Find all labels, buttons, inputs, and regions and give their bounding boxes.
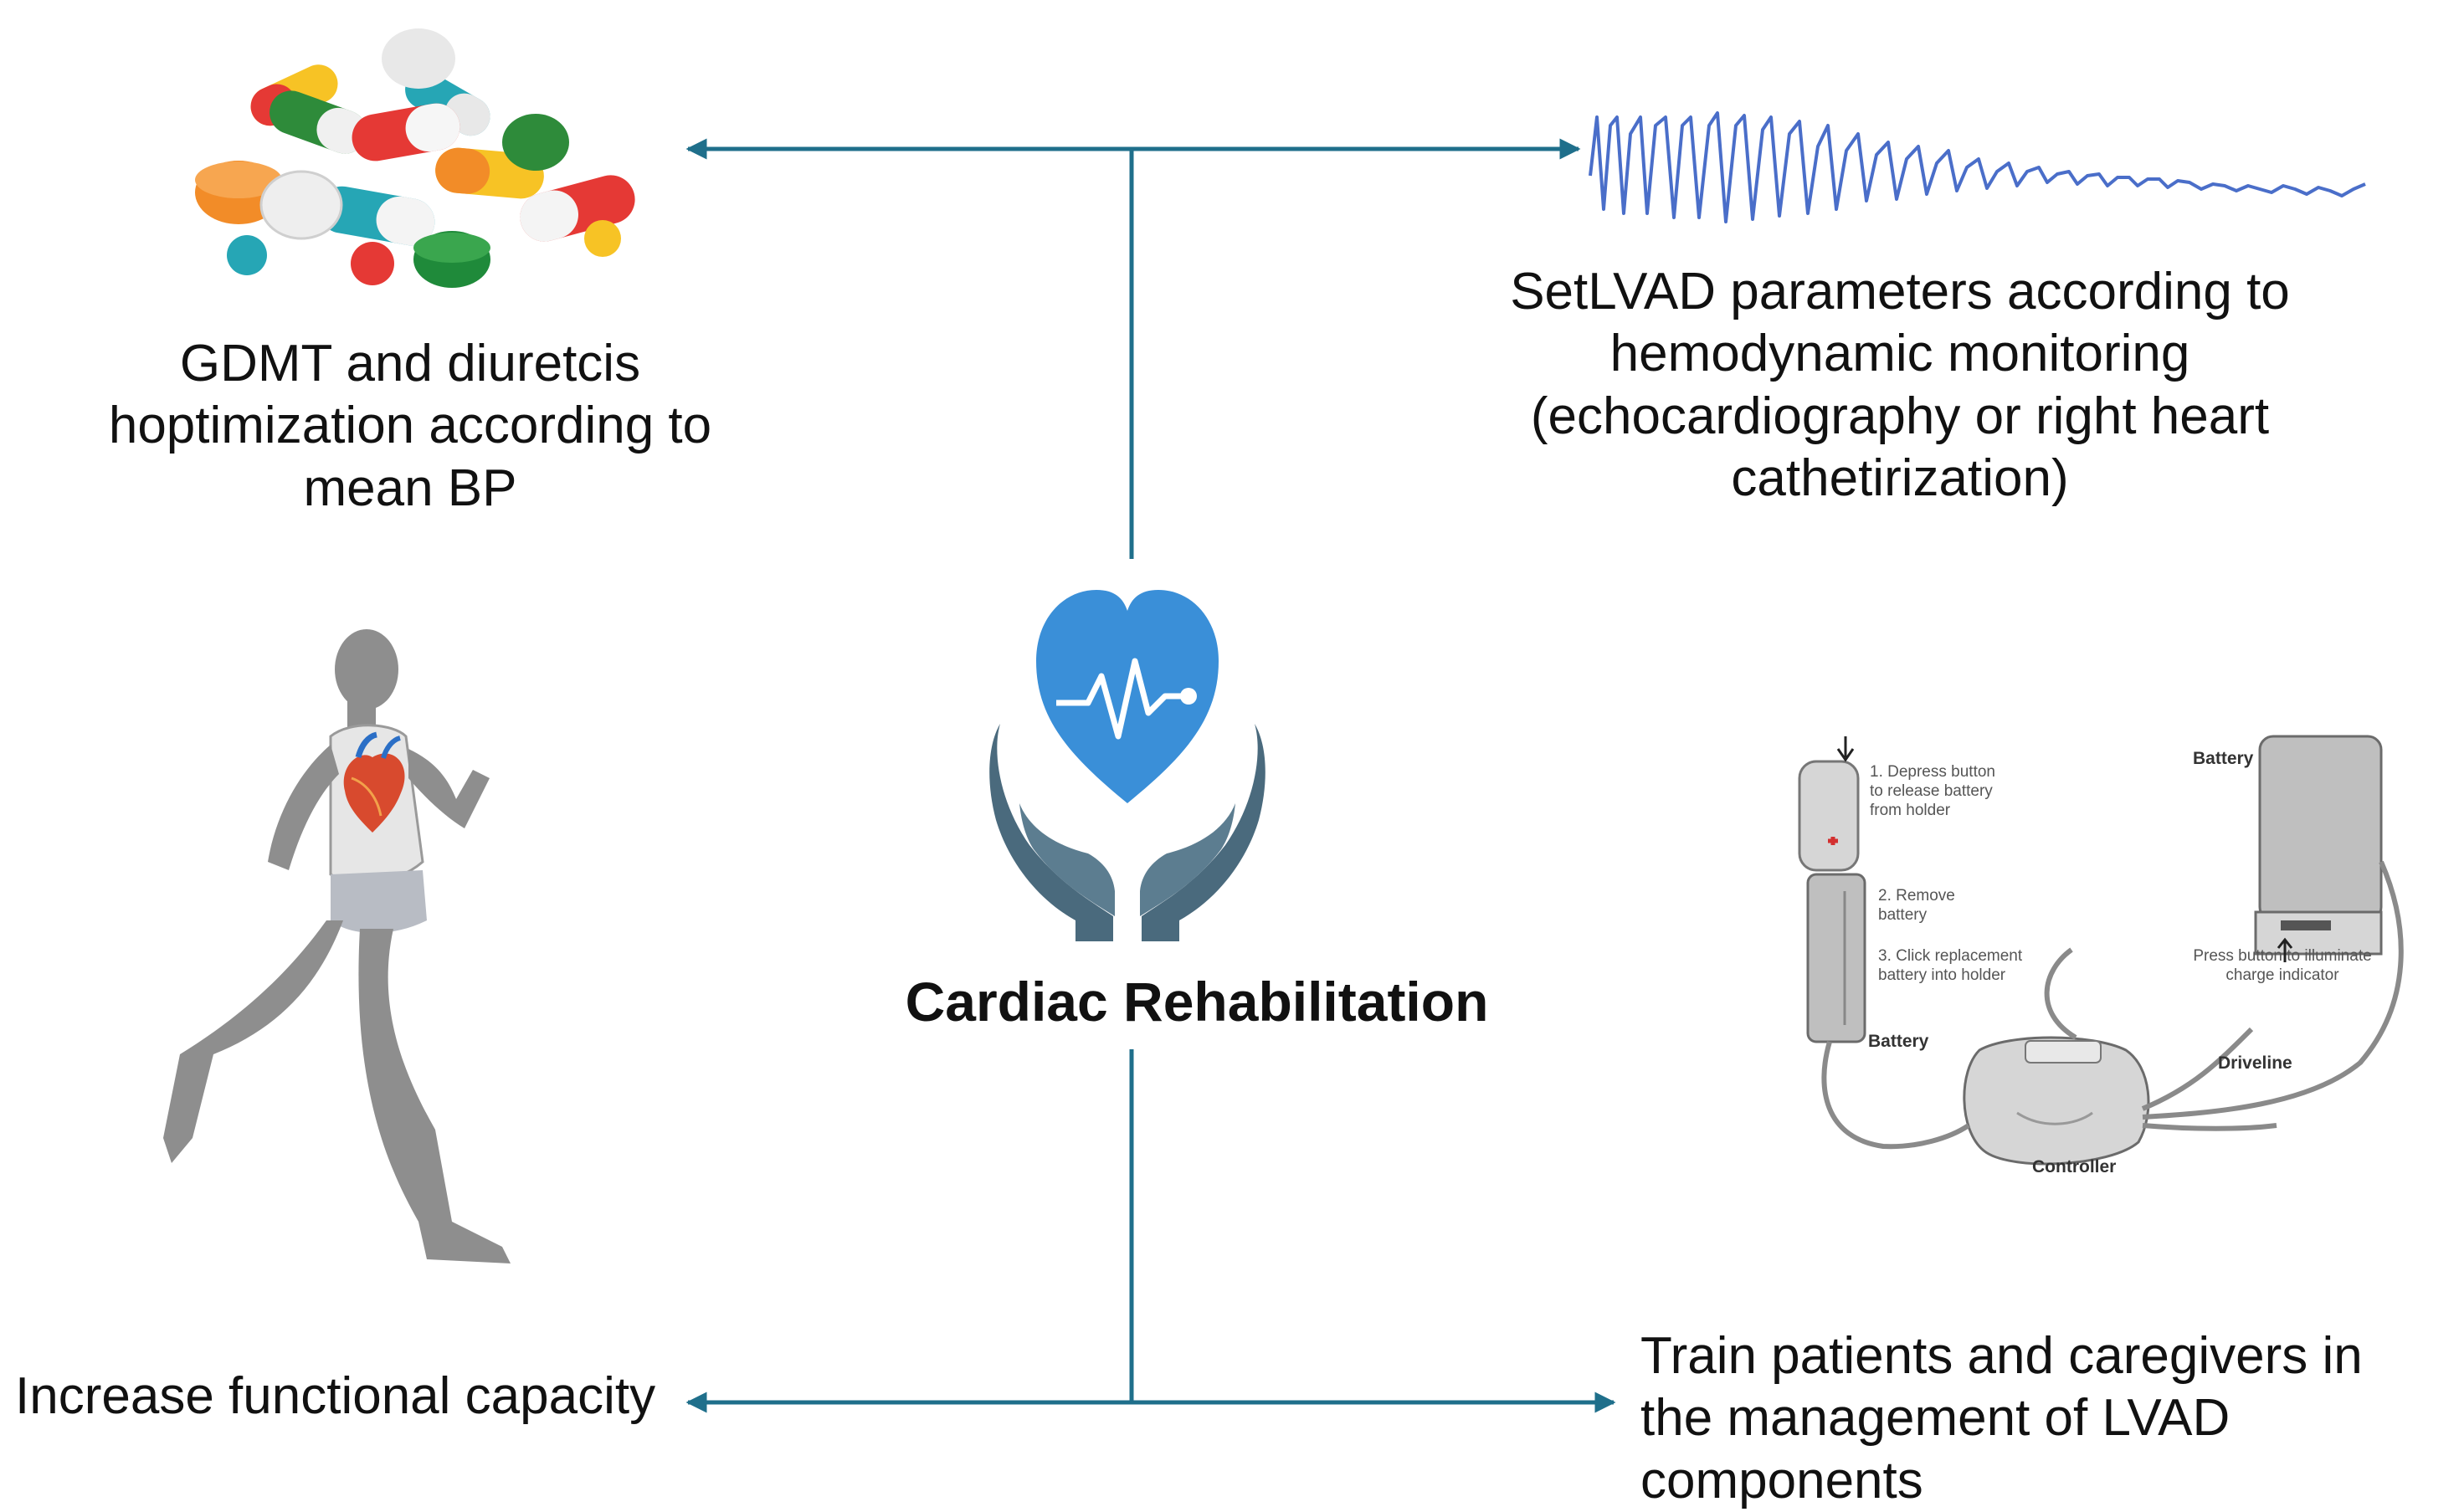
battery-right xyxy=(2258,735,2383,922)
top-left-label: GDMT and diuretcis hoptimization accordi… xyxy=(108,335,712,517)
lvad-battery-right-label: Battery xyxy=(2193,749,2254,768)
lvad-device-icon xyxy=(1798,735,2404,1166)
runner-icon xyxy=(163,629,511,1263)
ecg-waveform-icon xyxy=(1589,111,2366,223)
pills-icon xyxy=(195,28,635,288)
heart-in-hands-icon xyxy=(989,590,1265,941)
lvad-step-3: 3. Click replacement battery into holder xyxy=(1878,947,2023,984)
lvad-step-2: 2. Remove battery xyxy=(1878,887,1955,924)
bottom-right-label: Train patients and caregivers in the man… xyxy=(1640,1327,2363,1509)
lvad-driveline-label: Driveline xyxy=(2218,1053,2292,1073)
top-right-label: SetLVAD parameters according to hemodyna… xyxy=(1510,263,2290,508)
lvad-controller-label: Controller xyxy=(2032,1157,2117,1176)
center-title: Cardiac Rehabilitation xyxy=(905,971,1489,1033)
heart-illustration xyxy=(343,731,405,833)
bottom-left-label: Increase functional capacity xyxy=(15,1367,656,1425)
lvad-step-1: 1. Depress button to release battery fro… xyxy=(1870,763,1995,819)
lvad-battery-left-label: Battery xyxy=(1868,1032,1929,1051)
lvad-charge-note: Press button to illuminate charge indica… xyxy=(2193,947,2372,984)
connectors xyxy=(685,138,1616,1413)
battery-left xyxy=(1798,760,1860,872)
